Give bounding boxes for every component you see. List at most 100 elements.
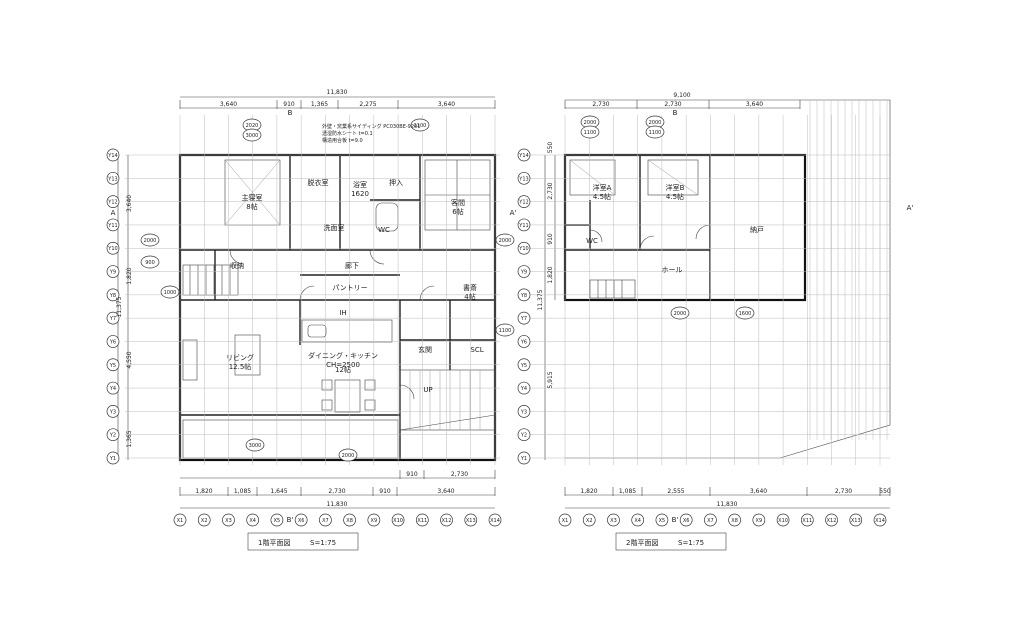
plan-1-section-mark: A [111, 209, 116, 217]
plan-1-y-label-right: Y10 [518, 246, 528, 252]
plan-1-x-bubble [294, 513, 308, 527]
plan-1-y-label: Y1 [109, 456, 116, 462]
plan-1-window-code: 900 [145, 260, 155, 266]
plan-1-room-name: ダイニング・キッチン [308, 351, 378, 360]
plan-1-y-bubble-right [517, 311, 531, 325]
plan-1-room-size: CH=2500 [326, 361, 360, 369]
plan-2-dimension: 2,730 [664, 101, 681, 108]
plan-1-y-bubble-right [517, 335, 531, 348]
plan-1-window-code: 2000 [499, 238, 512, 244]
plan-2-x-label: X9 [756, 518, 763, 524]
plan-1-y-bubble [106, 265, 120, 278]
plan-1-y-label-right: Y14 [518, 153, 528, 159]
plan-1-window-code: 2020 [246, 123, 259, 129]
plan-2-left-dimension: 550 [547, 142, 554, 154]
plan-1-y-label: Y14 [107, 153, 117, 159]
plan-1-dimension: 3,640 [438, 101, 455, 108]
plan-1-x-label: X8 [346, 518, 353, 524]
plan-1-window-tag [140, 233, 160, 247]
plan-2-x-bubble [728, 513, 741, 527]
plan-2-x-bubble [631, 513, 645, 527]
plan-1-room-size: 4帖 [464, 292, 475, 301]
plan-1-left-dimension: 4,550 [126, 351, 133, 368]
plan-2-x-label: X14 [875, 518, 885, 524]
plan-2-x-bubble [679, 513, 693, 527]
plan-2-beds [569, 159, 699, 196]
plan-1-y-bubble-right [517, 265, 531, 278]
plan-1-window-tag [495, 323, 515, 337]
plan-1-y-bubble [106, 241, 120, 255]
plan-1-x-label: X4 [249, 518, 256, 524]
plan-2-left-dimension: 1,820 [547, 266, 554, 283]
plan-1-x-bubble [464, 513, 478, 527]
plan-2-x-bubble [607, 513, 620, 527]
plan-1-y-bubble [106, 335, 120, 348]
plan-1-y-label-right: Y7 [520, 316, 527, 322]
plan-1-x-bubble [391, 513, 405, 527]
plan-2-x-label: X1 [562, 518, 569, 524]
plan-2-left-dimension: 910 [547, 233, 554, 245]
plan-1-y-label: Y11 [107, 223, 117, 229]
plan-1-sofa [182, 334, 261, 381]
plan-2-section-mark: B [673, 109, 678, 117]
plan-1-y-label: Y4 [109, 386, 116, 392]
plan-1-x-bubble [197, 513, 211, 527]
plan-1-y-bubble-right [517, 451, 531, 465]
plan-1-y-bubble [106, 311, 120, 325]
plan-1-note: 外壁・窯業系サイディング PC030BE-9201 [322, 123, 420, 130]
plan-2-x-bubble [825, 513, 838, 527]
plan-2-window-tag [580, 125, 600, 139]
plan-1-y-label: Y3 [109, 409, 116, 415]
plan-2-doors [589, 224, 711, 251]
plan-1-x-bubble [222, 513, 235, 527]
plan-1-x-bubble [415, 513, 429, 527]
plan-2-room-name: 納戸 [750, 225, 764, 234]
plan-2-room-name: 洋室B [666, 183, 685, 192]
plan-2-dimension: 1,085 [619, 488, 636, 495]
plan-1-dimension: 1,085 [234, 488, 251, 495]
plan-2-x-label: X11 [802, 518, 812, 524]
plan-1-window-code: 2000 [144, 238, 157, 244]
plan-2-room-name: ホール [662, 266, 683, 274]
plan-2-dimension: 2,555 [667, 488, 684, 495]
plan-2-window-code: 1600 [739, 311, 752, 317]
plan-1-note: 構造用合板 t=9.0 [322, 137, 363, 144]
plan-2-left-dimension: 2,730 [547, 182, 554, 199]
plan-1-y-bubble-right [517, 288, 531, 302]
plan-2-x-label: X8 [731, 518, 738, 524]
plan-1-room-size: 12.5帖 [229, 362, 252, 371]
plan-2-scale: S=1:75 [678, 539, 704, 547]
plan-2-dimension: 550 [879, 488, 891, 495]
plan-1-room-name: 収納 [230, 261, 244, 270]
plan-2-x-label: X10 [778, 518, 788, 524]
plan-2-dimension: 3,640 [750, 488, 767, 495]
plan-1-y-label: Y5 [109, 363, 116, 369]
plan-1-y-bubble-right [517, 241, 531, 255]
plan-1-window-code: 1100 [414, 123, 427, 129]
plan-2-section-mark: A' [907, 204, 914, 212]
plan-1-y-bubble-right [517, 358, 531, 372]
plan-1-left-dimension: 3,640 [126, 195, 133, 212]
plan-1-x-bubble [270, 513, 284, 527]
plan-2-window-tag [735, 306, 755, 320]
plan-1-y-bubble-right [517, 405, 531, 418]
plan-2-x-bubble [752, 513, 766, 527]
plan-1-room-name: 客間 [451, 198, 465, 207]
plan-2-window-code: 1100 [649, 130, 662, 136]
plan-2-second-floor [544, 99, 891, 509]
plan-1-y-label-right: Y3 [520, 409, 527, 415]
plan-1-dimension: 2,275 [359, 101, 376, 108]
plan-1-y-label: Y6 [109, 339, 116, 345]
plan-1-y-bubble [106, 195, 120, 208]
plan-1-x-label: X5 [274, 518, 281, 524]
plan-1-y-bubble-right [517, 148, 531, 162]
plan-1-room-name: 12帖 [335, 365, 351, 374]
plan-1-window-tag [242, 128, 262, 142]
plan-2-x-bubble [655, 513, 669, 527]
plan-1-window-tag [495, 233, 515, 247]
plan-1-y-label-right: Y2 [520, 433, 527, 439]
plan-1-x-label: X13 [466, 518, 476, 524]
plan-2-window-code: 2000 [649, 120, 662, 126]
